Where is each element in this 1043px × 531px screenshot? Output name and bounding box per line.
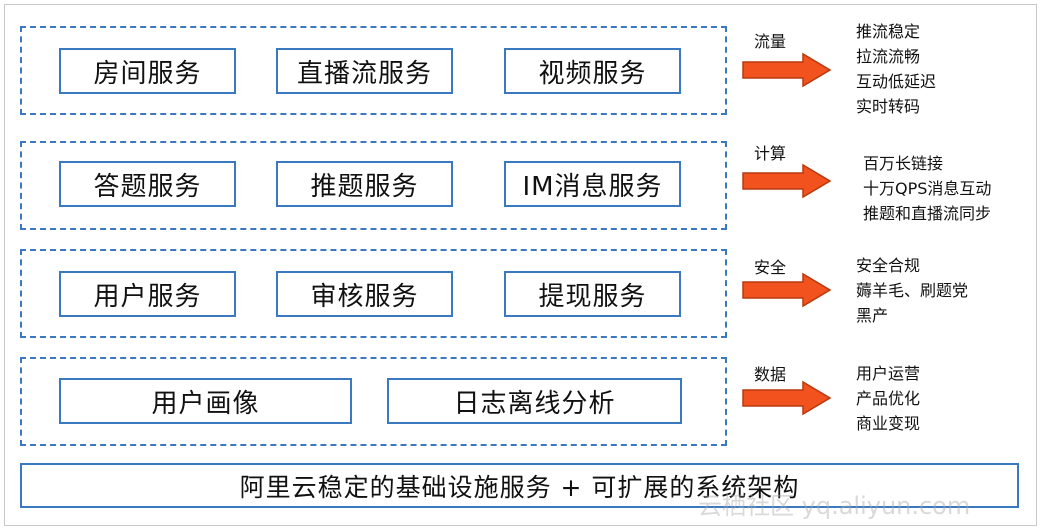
layer-group-data: [20, 357, 727, 446]
category-label: 安全: [754, 258, 787, 277]
feature-item: 推题和直播流同步: [863, 204, 992, 223]
service-box: IM消息服务: [504, 161, 681, 207]
service-box: 用户画像: [59, 378, 352, 424]
feature-item: 拉流流畅: [856, 47, 921, 66]
right-arrow-icon: [742, 163, 832, 199]
category-label: 流量: [754, 32, 787, 51]
service-box: 答题服务: [59, 161, 236, 207]
feature-list: 用户运营 产品优化 商业变现: [856, 361, 920, 436]
service-box: 推题服务: [276, 161, 453, 207]
category-label: 数据: [754, 365, 787, 384]
right-arrow-icon: [742, 52, 832, 88]
layer-group-traffic: [20, 26, 727, 115]
feature-item: 推流稳定: [856, 22, 921, 41]
feature-list: 安全合规 薅羊毛、刷题党 黑产: [856, 253, 968, 328]
feature-item: 安全合规: [856, 256, 921, 275]
feature-item: 薅羊毛、刷题党: [856, 281, 969, 300]
diagram-frame: [4, 4, 1037, 526]
feature-item: 产品优化: [856, 389, 921, 408]
feature-item: 用户运营: [856, 364, 921, 383]
service-box: 房间服务: [59, 48, 236, 94]
watermark: 云栖社区 yq.aliyun.com: [698, 492, 971, 520]
feature-item: 互动低延迟: [856, 72, 937, 91]
service-box: 提现服务: [504, 271, 681, 317]
service-box: 视频服务: [504, 48, 681, 94]
feature-item: 实时转码: [856, 97, 921, 116]
feature-item: 百万长链接: [863, 154, 944, 173]
foundation-bar: 阿里云稳定的基础设施服务 + 可扩展的系统架构: [20, 463, 1019, 508]
service-box: 直播流服务: [276, 48, 453, 94]
service-box: 用户服务: [59, 271, 236, 317]
feature-list: 百万长链接 十万QPS消息互动 推题和直播流同步: [863, 151, 991, 226]
layer-group-compute: [20, 141, 727, 230]
category-label: 计算: [754, 144, 787, 163]
layer-group-security: [20, 249, 727, 338]
right-arrow-icon: [742, 272, 832, 308]
feature-item: 十万QPS消息互动: [863, 179, 992, 198]
service-box: 日志离线分析: [387, 378, 682, 424]
feature-list: 推流稳定 拉流流畅 互动低延迟 实时转码: [856, 19, 936, 119]
feature-item: 黑产: [856, 306, 889, 325]
feature-item: 商业变现: [856, 414, 921, 433]
service-box: 审核服务: [276, 271, 453, 317]
right-arrow-icon: [742, 380, 832, 416]
